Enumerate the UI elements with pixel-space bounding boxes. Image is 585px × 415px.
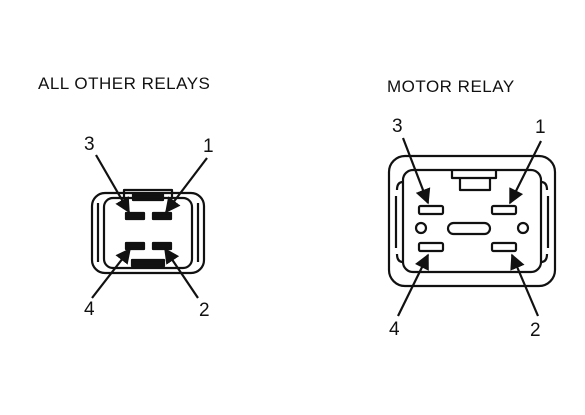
motor-center-hole-right xyxy=(516,221,530,235)
motor-pin-1-label: 1 xyxy=(535,117,546,138)
motor-pin-2-terminal xyxy=(490,241,518,253)
motor-pin-arrows xyxy=(397,137,542,317)
motor-pin-3-arrow xyxy=(401,137,431,205)
left-pin-4-arrow xyxy=(91,247,131,299)
all-other-relays-title: ALL OTHER RELAYS xyxy=(38,74,211,93)
left-pin-2-arrow xyxy=(164,247,199,299)
motor-center-hole-left xyxy=(414,221,428,235)
left-pin-4-terminal xyxy=(124,241,146,251)
left-pin-1-arrow xyxy=(165,157,208,214)
left-connector-bottom-bar xyxy=(130,258,166,268)
motor-connector-outer-shell xyxy=(387,154,557,288)
motor-rib-bottom-left xyxy=(395,253,404,264)
motor-relay-connector xyxy=(387,154,557,288)
motor-center-slot xyxy=(446,221,492,236)
motor-pin-1-arrow xyxy=(509,140,542,205)
motor-rib-bottom-right xyxy=(540,253,549,264)
motor-pin-4-arrow xyxy=(397,253,429,317)
motor-rib-top-right xyxy=(540,180,549,191)
motor-connector-inner-cavity xyxy=(401,168,543,274)
left-connector-inner-shell xyxy=(102,196,194,270)
left-pin-3-arrow xyxy=(95,154,130,214)
motor-rib-top-left xyxy=(395,180,404,191)
left-pin-2-label: 2 xyxy=(199,300,210,321)
motor-pin-4-label: 4 xyxy=(389,319,400,340)
left-pin-1-terminal xyxy=(151,211,173,221)
motor-relay-title: MOTOR RELAY xyxy=(387,77,515,96)
left-pin-arrows xyxy=(91,154,208,299)
left-pin-3-terminal xyxy=(124,211,146,221)
left-pin-3-label: 3 xyxy=(84,134,95,155)
motor-pin-2-arrow xyxy=(510,253,540,317)
left-relay-connector xyxy=(90,188,206,275)
motor-pin-1-terminal xyxy=(490,204,518,216)
left-connector-latch-bar xyxy=(131,192,165,202)
motor-pin-4-terminal xyxy=(417,241,445,253)
left-pin-2-terminal xyxy=(151,241,173,251)
motor-pin-3-terminal xyxy=(417,204,445,216)
motor-pin-2-label: 2 xyxy=(530,320,541,341)
motor-connector-latch-tab xyxy=(458,178,492,192)
left-pin-1-label: 1 xyxy=(203,136,214,157)
motor-pin-3-label: 3 xyxy=(392,116,403,137)
left-pin-4-label: 4 xyxy=(84,299,95,320)
motor-connector-latch xyxy=(450,170,498,180)
left-connector-latch xyxy=(122,188,174,198)
